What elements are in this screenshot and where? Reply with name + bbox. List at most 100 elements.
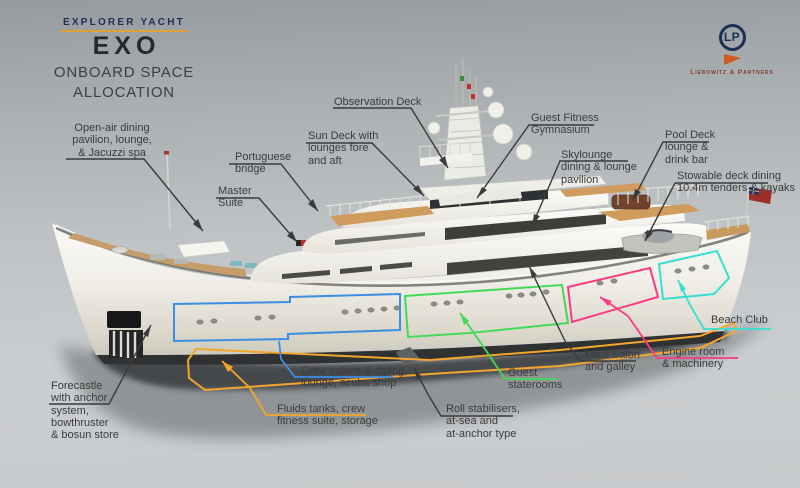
beacon-red [467,84,471,89]
observation-railing [417,141,473,158]
leader-fluids [221,360,366,416]
leader-pool-deck [632,141,709,201]
radome [427,121,441,135]
jack-staff [166,151,171,230]
leader-crew-cabins [278,340,393,378]
label-fluids: Fluids tanks, crew fitness suite, storag… [277,403,378,428]
lounge-cushion [245,263,257,268]
pennant-icon [723,54,741,65]
arrowhead-guest-staterooms [460,313,469,325]
leader-forecastle [49,324,152,405]
flag-pole [745,185,750,220]
label-portuguese: Portuguese bridge [235,151,292,176]
hull-flag-decal [301,240,306,246]
page-title: ONBOARD SPACE ALLOCATION [53,64,195,101]
arrowhead-beach-club [678,280,686,292]
leader-main-salon [528,265,636,362]
radome [482,86,494,98]
leader-guest-fitness [476,124,594,199]
upper-deck-windows [335,232,425,245]
bow-awning [177,240,231,258]
lp-logo-icon: LP [718,24,746,51]
ensign-flag-icon [745,185,772,220]
underwater-hull [96,331,724,365]
callout-leaders [49,107,771,417]
radome [487,101,505,119]
leader-engine-room [599,296,738,359]
mast [417,58,533,206]
leader-observation-deck [333,107,449,169]
label-forecastle: Forecastle with anchor system, bowthrust… [51,380,119,442]
leader-roll-stabilisers [413,367,513,417]
label-roll-stabilisers: Roll stabilisers, at-sea and at-anchor t… [446,403,520,440]
pool-bar [611,194,651,210]
leader-sun-deck [306,142,425,197]
leader-arrowheads [143,156,653,380]
deckhouse-window [282,270,330,279]
zone-guest-staterooms [403,283,570,339]
mast-base [438,188,522,206]
label-master: Master Suite [218,185,252,210]
header: EXPLORER YACHT EXO ONBOARD SPACE ALLOCAT… [38,12,210,103]
flag-cross [748,187,760,195]
leader-skylounge [531,160,628,227]
radome [515,143,533,161]
mast-rungs [449,117,486,169]
antennas [455,58,477,107]
brand-name: Liebowitz & Partners [690,69,774,76]
stabiliser-fin [396,347,421,365]
deck-zones [173,249,738,392]
water-reflection-shadow [60,322,765,439]
leader-portuguese [229,163,319,212]
label-main-salon: Main Salon and galley [585,349,641,374]
anchor-recess [107,311,141,328]
observation-platform [420,153,472,166]
skylounge-window-band [445,214,606,240]
pool-deck-teak [598,204,700,221]
leader-open-air [66,158,204,232]
leader-stowable [644,182,768,242]
label-open-air: Open-air dining pavilion, lounge, & Jacu… [72,122,152,159]
beacon-red [471,94,475,99]
arrowhead-fluids [222,361,233,372]
zone-crew-cabins [173,292,401,343]
deck-furniture [174,259,188,264]
label-observation-deck: Observation Deck [334,96,422,108]
portholes [196,264,710,325]
brand-block: LP Liebowitz & Partners [688,24,776,76]
jacuzzi [111,246,129,254]
radome [492,123,514,145]
hull-side [52,223,751,356]
bow-details [68,151,257,358]
label-skylounge: Skylounge dining & lounge pavilion [561,149,637,186]
deck-furniture [150,254,166,260]
exo-wordmark: EXO [92,32,161,60]
stern-railing [703,215,751,231]
leader-guest-staterooms [459,312,557,380]
sun-deck-teak [330,206,434,226]
label-guest-staterooms: Guest staterooms [508,367,563,392]
deckhouse-window [380,262,412,270]
leader-master [216,197,298,243]
bowthruster-slats [112,331,137,358]
lounge-cushion [230,261,242,266]
label-beach-club: Beach Club [711,314,768,326]
label-engine-room: Engine room & machinery [662,346,725,371]
beacon-green [460,76,464,81]
zone-fluids-tanks [186,321,738,392]
deckhouse-window [340,266,372,274]
hull-flag-decal [296,240,301,246]
label-sun-deck: Sun Deck with lounges fore and aft [308,130,379,167]
sun-deck-railing [325,194,433,216]
series-name: EXPLORER YACHT [60,17,188,32]
label-crew-cabins: Crew cabins & dining, lounge, scuba shop [301,365,408,390]
top-deck-teak [560,183,646,197]
zone-beach-club [657,249,731,301]
zone-engine-room [566,266,660,324]
arrowhead-engine-room [600,297,612,306]
salon-window-band [447,245,648,275]
leader-beach-club [677,279,771,330]
bow-teak-deck [68,233,247,277]
